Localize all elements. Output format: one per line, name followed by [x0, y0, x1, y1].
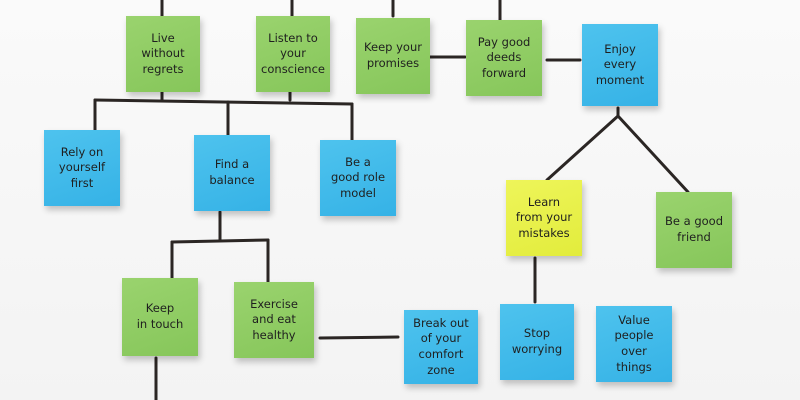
note-live-without-regrets: Live without regrets	[126, 16, 200, 92]
note-text: Value people over things	[614, 312, 654, 374]
note-text: Rely on yourself first	[58, 144, 106, 190]
note-text: Enjoy every moment	[595, 41, 645, 87]
note-enjoy-every-moment: Enjoy every moment	[582, 24, 658, 106]
connector-line	[318, 335, 400, 340]
note-value-people-over-things: Value people over things	[596, 306, 672, 382]
note-text: Live without regrets	[141, 30, 185, 76]
note-text: Be a good friend	[665, 214, 723, 244]
note-keep-in-touch: Keep in touch	[122, 278, 198, 356]
note-text: Be a good role model	[330, 154, 386, 200]
note-text: Keep in touch	[136, 301, 184, 331]
connector-line	[93, 98, 354, 106]
note-text: Listen to your conscience	[261, 30, 325, 76]
connector-line	[616, 114, 690, 194]
note-be-good-friend: Be a good friend	[656, 192, 732, 268]
note-listen-to-conscience: Listen to your conscience	[256, 16, 330, 92]
note-pay-good-deeds-forward: Pay good deeds forward	[466, 20, 542, 96]
note-be-good-role-model: Be a good role model	[320, 140, 396, 216]
note-stop-worrying: Stop worrying	[500, 304, 574, 380]
connector-line	[170, 238, 270, 244]
note-rely-on-yourself-first: Rely on yourself first	[44, 130, 120, 206]
note-find-a-balance: Find a balance	[194, 135, 270, 211]
note-text: Exercise and eat healthy	[250, 296, 298, 342]
note-break-out-of-comfort-zone: Break out of your comfort zone	[404, 310, 478, 384]
note-text: Break out of your comfort zone	[413, 315, 469, 377]
note-text: Keep your promises	[364, 40, 422, 70]
note-keep-promises: Keep your promises	[356, 18, 430, 94]
note-text: Stop worrying	[511, 326, 563, 356]
note-text: Pay good deeds forward	[477, 34, 531, 80]
connector-line	[545, 114, 620, 182]
note-exercise-and-eat-healthy: Exercise and eat healthy	[234, 282, 314, 358]
note-learn-from-mistakes: Learn from your mistakes	[506, 180, 582, 256]
note-text: Find a balance	[209, 157, 255, 187]
note-text: Learn from your mistakes	[515, 194, 573, 240]
